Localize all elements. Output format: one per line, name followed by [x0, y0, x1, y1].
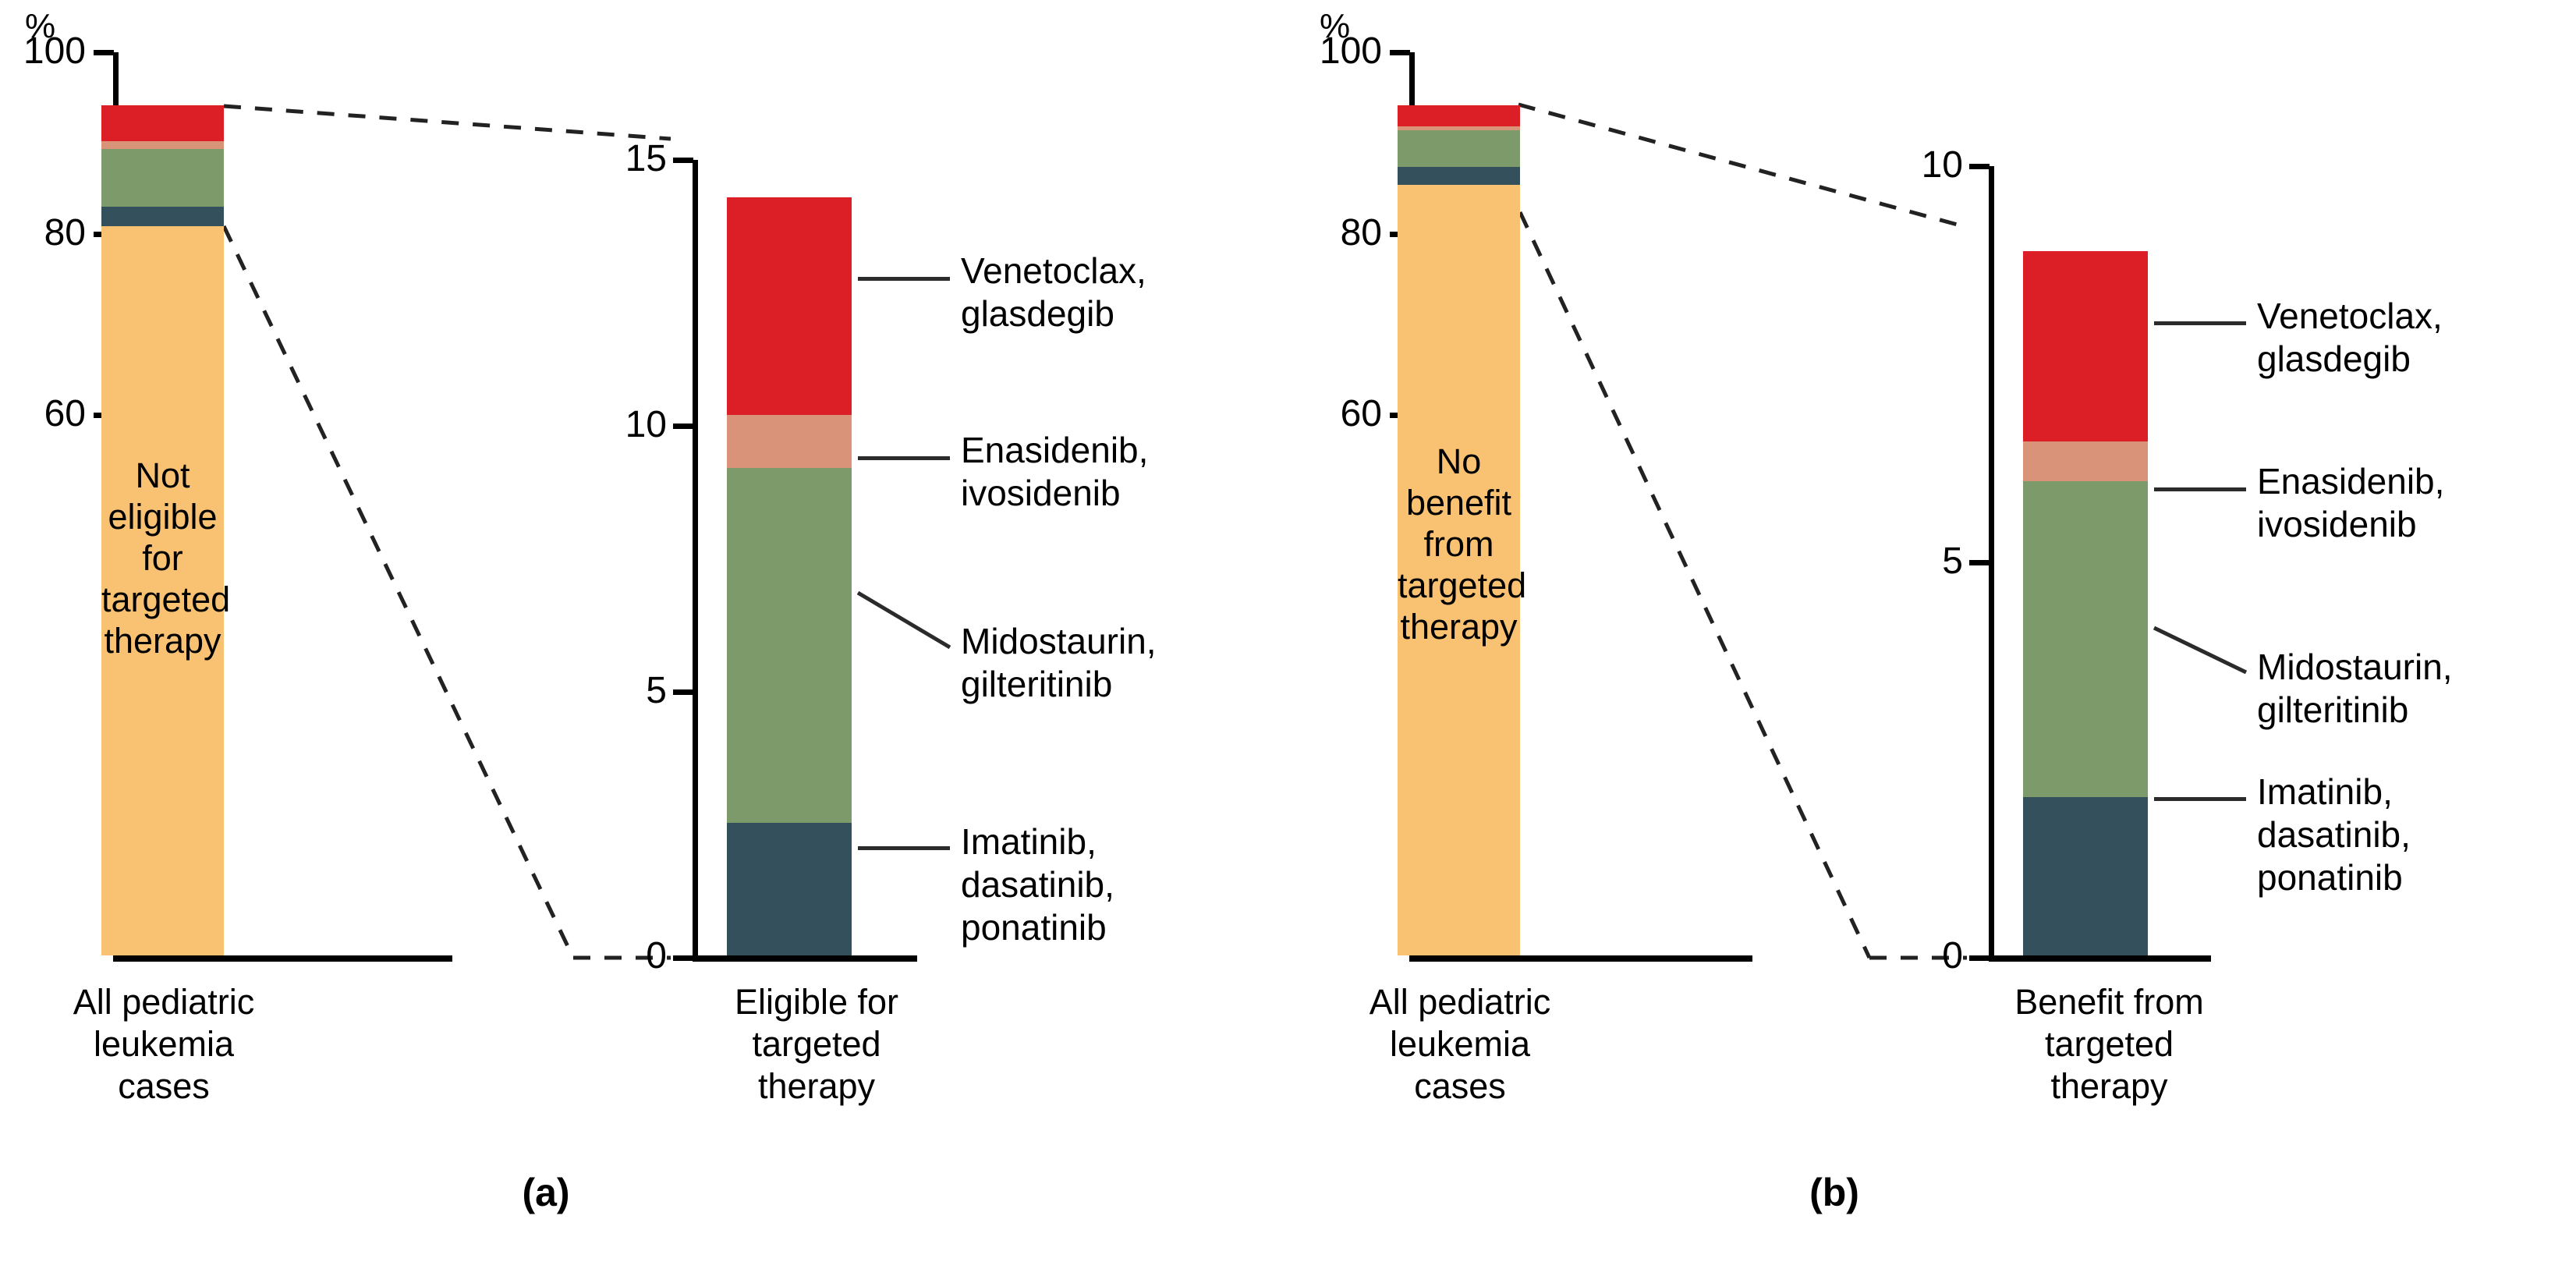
tick-label-10-a: 10 [625, 404, 667, 445]
segment-no-benefit [1398, 185, 1520, 955]
leader-line-venetoclax-b [2154, 321, 2246, 325]
series-label-imatinib-a: Imatinib, dasatinib, ponatinib [961, 821, 1114, 948]
leader-line-enasidenib-a [858, 456, 950, 460]
segment-venetoclax-glasdegib [1398, 105, 1520, 126]
series-label-midostaurin-a: Midostaurin, gilteritinib [961, 621, 1157, 705]
series-label-enasidenib-b: Enasidenib, ivosidenib [2257, 461, 2445, 545]
detail-category-label-b: Benefit from targeted therapy [2014, 982, 2204, 1106]
tick-label-80-b: 80 [1340, 212, 1382, 253]
detail-segment-venetoclax-glasdegib [727, 197, 852, 415]
leader-line-imatinib-b [2154, 797, 2246, 801]
detail-category-label-a: Eligible for targeted therapy [734, 982, 899, 1106]
detail-segment-midostaurin-gilteritinib [2023, 481, 2148, 797]
tick-label-5-a: 5 [646, 670, 667, 711]
tick-mark-5-b [1969, 560, 1990, 565]
detail-segment-imatinib-dasatinib-ponatinib [727, 823, 852, 955]
detail-segment-midostaurin-gilteritinib [727, 468, 852, 823]
overview-x-axis-b [1409, 955, 1752, 962]
tick-mark-0-a [673, 955, 693, 961]
overview-bar-b[interactable]: No benefit from targeted therapy [1398, 105, 1527, 955]
panel-a: % 100 80 60 Not eligible for targeted th… [23, 7, 1157, 1215]
overview-category-label-a: All pediatric leukemia cases [73, 982, 255, 1106]
segment-imatinib-dasatinib-ponatinib [101, 207, 224, 226]
detail-y-axis-b [1989, 166, 1994, 962]
tick-mark-5-a [673, 689, 693, 695]
axis-unit-percent-b: % [1320, 7, 1351, 45]
detail-segment-enasidenib-ivosidenib [727, 415, 852, 468]
segment-imatinib-dasatinib-ponatinib [1398, 167, 1520, 185]
tick-label-60-b: 60 [1340, 393, 1382, 434]
tick-mark-100-b [1390, 50, 1410, 55]
leader-line-enasidenib-b [2154, 487, 2246, 491]
tick-label-0-b: 0 [1942, 935, 1963, 976]
segment-midostaurin-gilteritinib [1398, 130, 1520, 167]
tick-label-60-a: 60 [44, 393, 86, 434]
tick-label-100-b: 100 [1319, 30, 1382, 72]
leader-line-venetoclax-a [858, 277, 950, 281]
tick-label-0-a: 0 [646, 935, 667, 976]
series-label-venetoclax-a: Venetoclax, glasdegib [961, 250, 1146, 335]
tick-label-100-a: 100 [23, 30, 86, 72]
detail-bar-a[interactable] [727, 197, 852, 955]
detail-x-axis-b [1989, 955, 2211, 962]
tick-label-10-b: 10 [1921, 144, 1963, 186]
panel-b: % 100 80 60 No benefit from targeted the… [1288, 0, 2576, 1283]
overview-bar-text-b: No benefit from targeted therapy [1398, 441, 1527, 647]
series-label-imatinib-b: Imatinib, dasatinib, ponatinib [2257, 771, 2411, 898]
series-label-midostaurin-b: Midostaurin, gilteritinib [2257, 647, 2453, 731]
tick-mark-10-b [1969, 164, 1990, 169]
detail-segment-imatinib-dasatinib-ponatinib [2023, 797, 2148, 955]
overview-x-axis-a [113, 955, 452, 962]
tick-label-5-b: 5 [1942, 540, 1963, 582]
detail-x-axis-a [693, 955, 917, 962]
detail-y-axis-a [693, 160, 698, 962]
panel-caption-b: (b) [1809, 1171, 1859, 1214]
segment-enasidenib-ivosidenib [101, 141, 224, 149]
tick-mark-15-a [673, 158, 693, 163]
series-label-venetoclax-b: Venetoclax, glasdegib [2257, 296, 2443, 380]
detail-segment-venetoclax-glasdegib [2023, 251, 2148, 441]
series-label-enasidenib-a: Enasidenib, ivosidenib [961, 430, 1149, 514]
overview-bar-a[interactable]: Not eligible for targeted therapy [101, 105, 231, 955]
tick-mark-100-a [94, 50, 114, 55]
tick-mark-10-a [673, 424, 693, 429]
leader-line-imatinib-a [858, 846, 950, 850]
tick-label-15-a: 15 [625, 138, 667, 179]
detail-segment-enasidenib-ivosidenib [2023, 441, 2148, 481]
axis-unit-percent-a: % [25, 7, 56, 45]
segment-midostaurin-gilteritinib [101, 149, 224, 207]
tick-label-80-a: 80 [44, 212, 86, 253]
panel-caption-a: (a) [522, 1171, 570, 1214]
tick-mark-0-b [1969, 955, 1990, 961]
overview-bar-text-a: Not eligible for targeted therapy [101, 455, 231, 661]
overview-category-label-b: All pediatric leukemia cases [1369, 982, 1551, 1106]
segment-not-eligible [101, 226, 224, 955]
segment-venetoclax-glasdegib [101, 105, 224, 141]
segment-enasidenib-ivosidenib [1398, 126, 1520, 130]
detail-bar-b[interactable] [2023, 251, 2148, 955]
